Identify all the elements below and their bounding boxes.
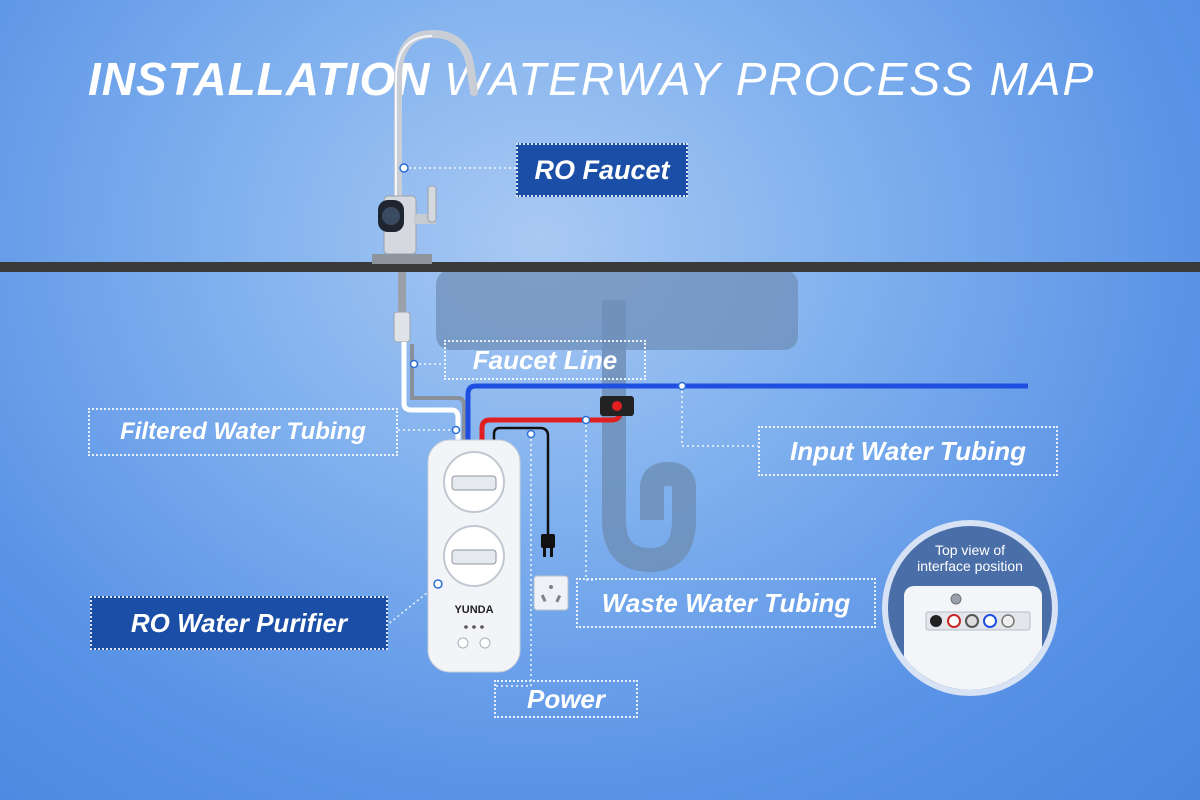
leader-purifier <box>385 583 439 627</box>
top-view-port-4 <box>983 614 997 628</box>
power-plug <box>541 534 555 548</box>
socket-hole-left <box>540 594 547 603</box>
label-input-water-tubing: Input Water Tubing <box>758 426 1058 476</box>
purifier-button-right <box>479 637 491 649</box>
faucet-threaded-shank <box>398 272 406 312</box>
top-view-artwork <box>904 586 1042 690</box>
top-view-port-1 <box>930 615 942 627</box>
top-view-port-3 <box>965 614 979 628</box>
faucet-handle-arm <box>414 214 436 224</box>
faucet-display-dial <box>382 207 400 225</box>
top-view-caption-line1: Top view of <box>934 542 1006 558</box>
label-ro-water-purifier: RO Water Purifier <box>90 596 388 650</box>
purifier-brand: YUNDA <box>454 604 493 616</box>
filtered-water-tube <box>401 342 461 440</box>
label-filtered-water-tubing: Filtered Water Tubing <box>88 408 398 456</box>
top-view-unit <box>904 586 1042 690</box>
leader-power <box>494 434 532 687</box>
marker-purifier <box>433 579 443 589</box>
faucet-handle <box>427 185 437 223</box>
faucet-base <box>372 254 432 264</box>
purifier-button-left <box>457 637 469 649</box>
status-led-1 <box>464 625 468 629</box>
label-waste-water-tubing: Waste Water Tubing <box>576 578 876 628</box>
power-cord <box>492 426 550 534</box>
label-faucet-line: Faucet Line <box>444 340 646 380</box>
status-led-3 <box>480 625 484 629</box>
leader-input-tubing <box>681 386 758 447</box>
marker-faucet <box>399 163 409 173</box>
faucet-spout <box>394 29 478 216</box>
socket-hole-right <box>555 594 562 603</box>
marker-power <box>526 429 536 439</box>
waste-water-tube <box>479 404 623 442</box>
filter-handle-bottom <box>451 549 497 565</box>
drain-trap <box>602 300 696 573</box>
marker-input <box>677 381 687 391</box>
top-view-port-5 <box>1001 614 1015 628</box>
countertop <box>0 262 1200 272</box>
label-ro-water-purifier-text: RO Water Purifier <box>130 607 348 638</box>
label-input-water-tubing-text: Input Water Tubing <box>790 435 1026 466</box>
faucet-spout-highlight <box>395 35 433 212</box>
top-view-port-2 <box>947 614 961 628</box>
label-power: Power <box>494 680 638 718</box>
plug-prong-right <box>550 548 553 557</box>
title-bold: INSTALLATION <box>88 53 431 105</box>
faucet-line-tube <box>410 344 466 440</box>
label-ro-faucet: RO Faucet <box>516 143 688 197</box>
page-title: INSTALLATION WATERWAY PROCESS MAP <box>88 52 1095 106</box>
label-faucet-line-text: Faucet Line <box>472 344 618 375</box>
label-power-text: Power <box>526 683 606 714</box>
plug-prong-left <box>543 548 546 557</box>
top-view-port-top <box>950 593 962 605</box>
input-water-tube <box>465 383 1028 440</box>
label-waste-water-tubing-text: Waste Water Tubing <box>601 587 851 618</box>
marker-waste <box>581 415 591 425</box>
top-view-caption: Top view of interface position <box>888 542 1052 574</box>
title-light: WATERWAY PROCESS MAP <box>444 53 1096 105</box>
top-view-inset: Top view of interface position <box>882 520 1058 696</box>
marker-faucet-line <box>409 359 419 369</box>
leader-waste-tubing <box>585 420 596 581</box>
faucet-connector <box>393 311 411 343</box>
wall-socket <box>533 575 569 611</box>
marker-filtered <box>451 425 461 435</box>
drain-saddle-screw <box>612 401 622 411</box>
label-ro-faucet-text: RO Faucet <box>534 154 670 185</box>
socket-hole-top <box>549 585 553 589</box>
filter-handle-top <box>451 475 497 491</box>
label-filtered-water-tubing-text: Filtered Water Tubing <box>120 418 366 445</box>
status-led-2 <box>472 625 476 629</box>
top-view-caption-line2: interface position <box>917 558 1023 574</box>
